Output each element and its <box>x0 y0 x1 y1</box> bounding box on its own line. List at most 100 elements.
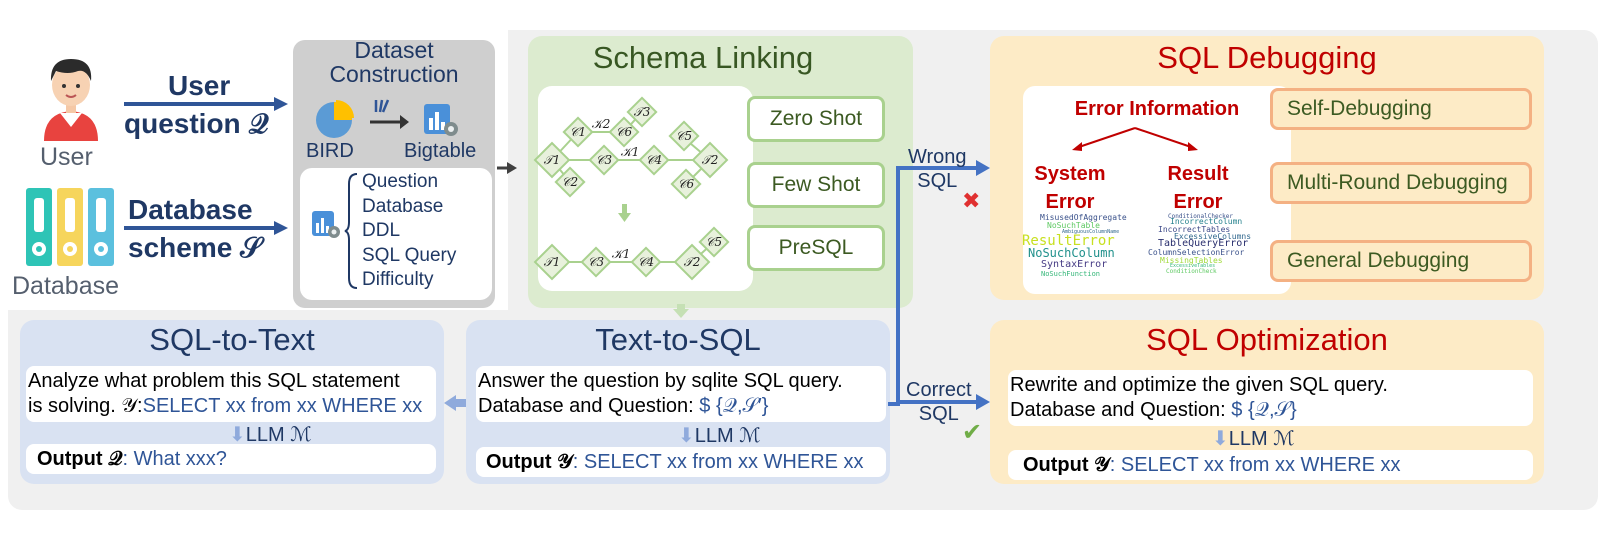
field-sql-query: SQL Query <box>362 244 457 266</box>
multi-round-debugging-button[interactable]: Multi-Round Debugging <box>1270 162 1532 204</box>
bigtable-icon <box>424 104 458 136</box>
presql-button[interactable]: PreSQL <box>747 225 885 271</box>
text-to-sql-output-value: : SELECT xx from xx WHERE xx <box>572 451 864 473</box>
down-arrow-icon: ⬇ <box>1212 428 1229 450</box>
sql-to-text-output-label: Output 𝒬 <box>37 448 123 470</box>
schema-graph: 𝒯3 𝒞1 𝒦2 𝒞6 𝒞5 𝒯1 𝒞3 𝒦1 𝒞4 𝒯2 𝒞2 𝒞6 𝒯1 𝒞… <box>533 96 730 281</box>
system-word-1: MisusedOfAggregate <box>1040 213 1127 222</box>
bigtable-small-icon <box>312 211 340 238</box>
node-c6-bottom: 𝒞6 <box>678 177 695 191</box>
result-word-5: TableQueryError <box>1158 238 1249 249</box>
schema-linking-title: Schema Linking <box>592 40 814 75</box>
sql-to-text-llm-label: ⬇LLM ℳ <box>229 422 312 447</box>
node-c3: 𝒞3 <box>596 153 613 167</box>
correct-sql-line-2: SQL <box>918 403 959 425</box>
zero-shot-button[interactable]: Zero Shot <box>747 96 885 142</box>
user-icon <box>44 59 98 141</box>
text-to-sql-prompt-vars: $ {𝒬,𝒮′} <box>699 395 769 417</box>
optimization-prompt-line-2: Database and Question: $ {𝒬,𝒮} <box>1010 399 1297 422</box>
sql-to-text-llm-text: LLM ℳ <box>245 424 312 446</box>
user-caption: User <box>40 143 93 171</box>
database-caption: Database <box>12 272 120 300</box>
field-database: Database <box>362 195 444 217</box>
system-word-3: AmbiguousColumnName <box>1062 229 1120 235</box>
node-t3: 𝒯3 <box>634 105 651 119</box>
general-debugging-button[interactable]: General Debugging <box>1270 240 1532 282</box>
text-to-sql-llm-text: LLM ℳ <box>694 425 761 447</box>
optimization-prompt-vars: $ {𝒬,𝒮} <box>1231 399 1297 421</box>
system-word-2: NoSuchTable <box>1047 221 1100 230</box>
bird-label: BIRD <box>306 140 354 162</box>
result-word-3: IncorrectTables <box>1158 225 1231 234</box>
node-c4: 𝒞4 <box>646 153 662 167</box>
wrong-sql-label: Wrong SQL <box>908 145 967 193</box>
result-word-7: MissingTables <box>1160 256 1223 265</box>
optimization-prompt-line-1: Rewrite and optimize the given SQL query… <box>1010 374 1388 396</box>
database-scheme-label-1: Database <box>128 194 253 225</box>
result-word-4: ExcessiveColumns <box>1174 232 1252 241</box>
sql-to-text-output: Output 𝒬: What xxx? <box>37 448 227 471</box>
schema-to-text2sql-arrow <box>673 304 689 318</box>
wrong-sql-line-1: Wrong <box>908 146 967 168</box>
node-c1: 𝒞1 <box>570 125 586 139</box>
result-word-8: ExcessiveTables <box>1170 263 1216 269</box>
text-to-sql-output: Output 𝒴: SELECT xx from xx WHERE xx <box>486 451 864 474</box>
system-error-line-1: System <box>1034 163 1106 185</box>
node-t1: 𝒯1 <box>544 153 561 167</box>
text-to-sql-prompt-box <box>476 366 886 422</box>
field-difficulty: Difficulty <box>362 269 434 290</box>
pruning-down-arrow-icon <box>618 204 631 222</box>
optimization-output-label: Output 𝒴 <box>1023 454 1110 476</box>
dataset-title-line-1: Dataset <box>354 37 434 63</box>
down-arrow-icon: ⬇ <box>678 425 695 447</box>
result-word-2: IncorrectColumn <box>1170 217 1243 226</box>
sql-to-text-prompt-box <box>26 366 436 422</box>
optimization-prompt-prefix: Database and Question: <box>1010 399 1232 421</box>
sql-to-text-prompt-prefix: is solving. 𝒴: <box>28 395 143 417</box>
bigtable-label: Bigtable <box>404 140 477 162</box>
system-word-5: NoSuchColumn <box>1028 246 1115 260</box>
dataset-fields-list: Question Database DDL SQL Query Difficul… <box>362 170 456 293</box>
pruned-node-c3: 𝒞3 <box>588 255 605 269</box>
sql-to-text-output-value: : What xxx? <box>122 448 227 470</box>
pruned-node-c5: 𝒞5 <box>706 235 722 249</box>
node-k1: 𝒦1 <box>621 145 640 159</box>
sql-to-text-prompt-line-1: Analyze what problem this SQL statement <box>28 370 400 392</box>
field-ddl: DDL <box>362 220 401 241</box>
pruned-node-t2: 𝒯2 <box>684 255 701 269</box>
self-debugging-button[interactable]: Self-Debugging <box>1270 88 1532 130</box>
text-to-sql-output-box <box>476 447 886 477</box>
database-scheme-arrow <box>124 221 288 235</box>
user-question-label-1: User <box>168 70 231 101</box>
system-error-label: System Error <box>1030 160 1110 216</box>
system-word-6: SyntaxError <box>1041 259 1108 270</box>
result-word-6: ColumnSelectionError <box>1148 248 1245 257</box>
routing-arrows <box>888 160 990 410</box>
text-to-sql-output-label: Output 𝒴 <box>486 451 573 473</box>
node-c6-top: 𝒞6 <box>616 125 633 139</box>
database-scheme-label-2: scheme 𝒮 <box>128 232 262 263</box>
text-to-sql-prompt-line-2: Database and Question: $ {𝒬,𝒮′} <box>478 395 768 418</box>
field-question: Question <box>362 171 439 192</box>
correct-sql-label: Correct SQL <box>906 378 972 426</box>
node-t2: 𝒯2 <box>702 153 719 167</box>
sql-to-text-prompt-line-2: is solving. 𝒴:SELECT xx from xx WHERE xx <box>28 395 422 418</box>
database-icon <box>26 188 114 266</box>
text-to-sql-llm-label: ⬇LLM ℳ <box>678 423 761 448</box>
system-word-4: ResultError <box>1022 233 1115 249</box>
optimization-llm-label: ⬇LLM ℳ <box>1212 426 1295 451</box>
optimization-llm-text: LLM ℳ <box>1228 428 1295 450</box>
node-c5: 𝒞5 <box>676 129 692 143</box>
fields-brace <box>344 173 358 289</box>
optimization-prompt-box <box>1008 370 1533 426</box>
sql-to-text-output-box <box>26 444 436 474</box>
few-shot-button[interactable]: Few Shot <box>747 162 885 208</box>
cross-mark-icon: ✖ <box>962 188 981 213</box>
system-word-7: NoSuchFunction <box>1041 270 1101 278</box>
transform-arrow-icon <box>370 99 409 129</box>
sql-optimization-title: SQL Optimization <box>1146 322 1388 357</box>
check-mark-icon: ✔ <box>962 419 983 446</box>
node-k2: 𝒦2 <box>592 117 611 131</box>
sql-debugging-title: SQL Debugging <box>1157 40 1377 75</box>
pie-chart-icon <box>316 100 354 138</box>
